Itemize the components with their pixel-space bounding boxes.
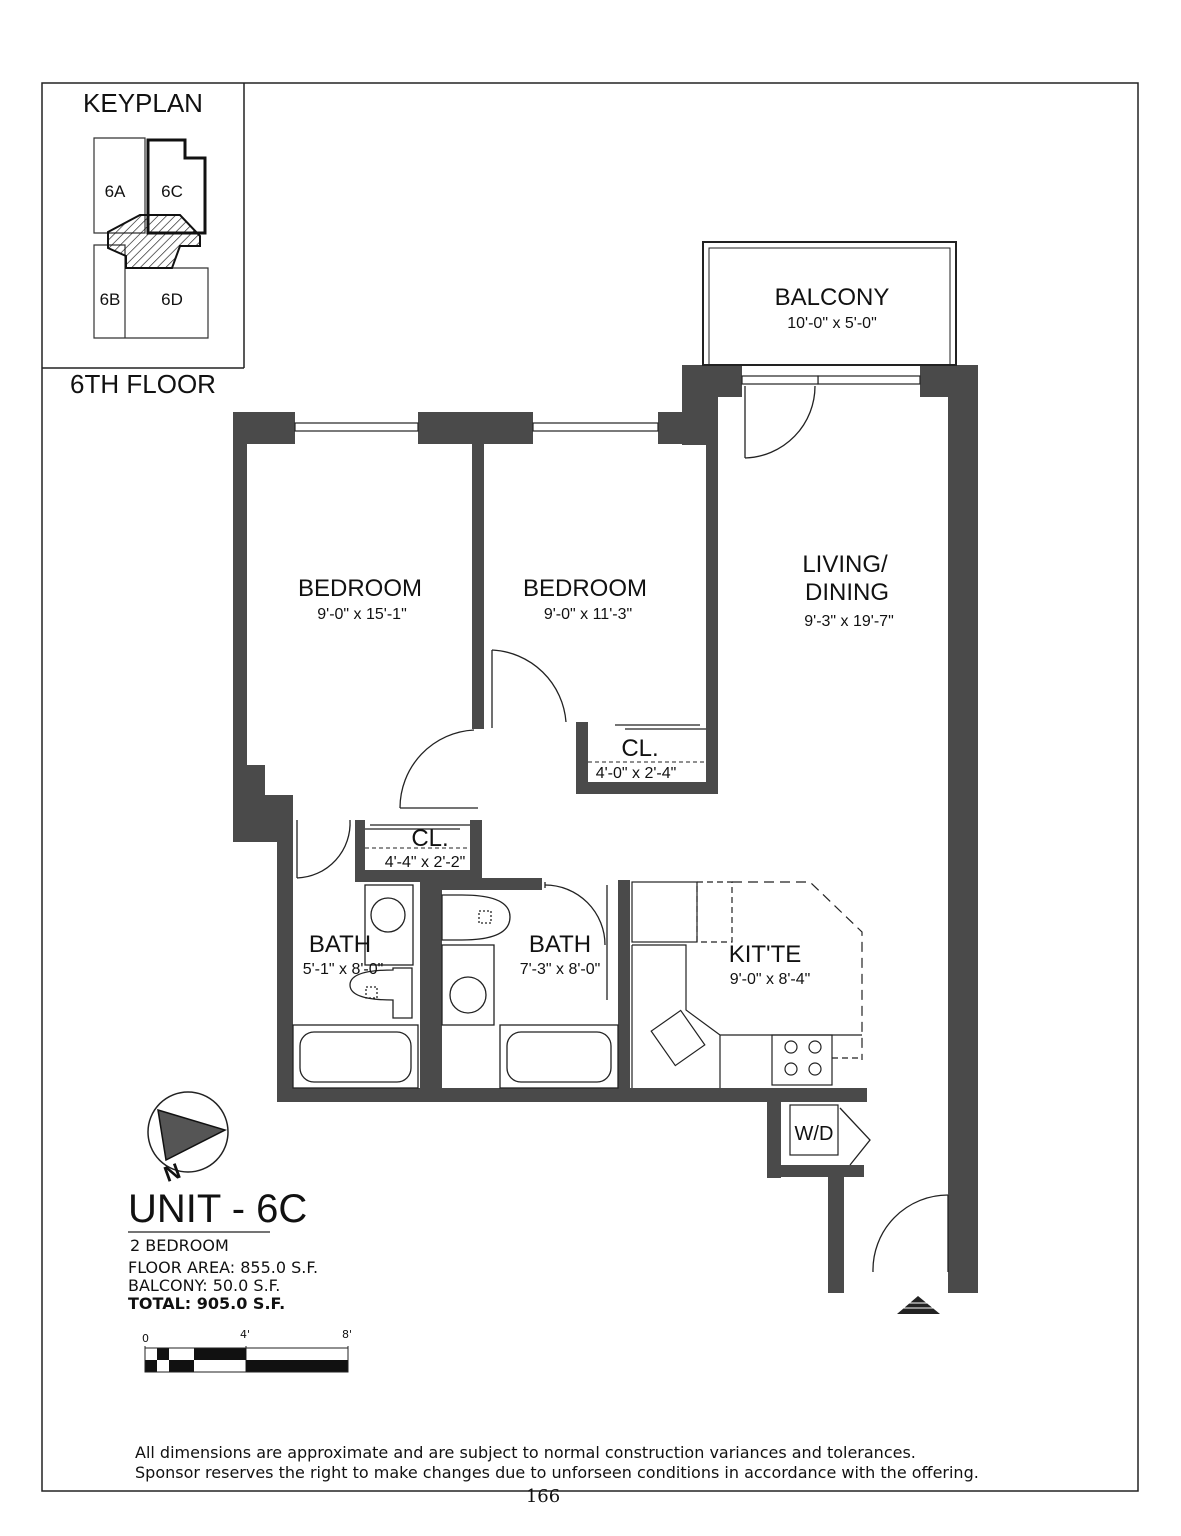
scale-tick-4: 4' bbox=[240, 1328, 250, 1341]
bath2-vanity bbox=[441, 944, 495, 1026]
page-number: 166 bbox=[526, 1486, 560, 1507]
unit-title: UNIT - 6C bbox=[128, 1187, 307, 1231]
living-name-line2: DINING bbox=[805, 579, 889, 606]
bedroom2-dims: 9'-0" x 11'-3" bbox=[544, 606, 632, 623]
kitchen-sink bbox=[650, 1009, 706, 1067]
keyplan-unit-6a: 6A bbox=[105, 182, 126, 201]
scale-tick-8: 8' bbox=[342, 1328, 352, 1341]
balcony: BALCONY 10'-0" x 5'-0" bbox=[702, 241, 957, 366]
bath1-vanity bbox=[364, 884, 414, 966]
closet1-dims: 4'-0" x 2'-4" bbox=[596, 765, 677, 782]
bedroom1-dims: 9'-0" x 15'-1" bbox=[317, 606, 407, 623]
scale-bar: 0 4' 8' bbox=[142, 1328, 352, 1373]
disclaimer-line-2: Sponsor reserves the right to make chang… bbox=[135, 1463, 979, 1482]
bath1-name: BATH bbox=[309, 931, 371, 958]
bath2-toilet bbox=[441, 894, 511, 941]
bath2-fixtures bbox=[441, 894, 619, 1089]
kitchen-fixtures bbox=[631, 881, 863, 1156]
walls bbox=[233, 365, 978, 1293]
unit-type: 2 BEDROOM bbox=[130, 1236, 229, 1255]
keyplan-floor-label: 6TH FLOOR bbox=[70, 369, 216, 399]
washer-dryer bbox=[789, 1104, 839, 1156]
bath2-name: BATH bbox=[529, 931, 591, 958]
doors bbox=[296, 385, 949, 1273]
balcony-dims: 10'-0" x 5'-0" bbox=[787, 315, 877, 332]
windows bbox=[294, 375, 921, 432]
bath1-tub bbox=[292, 1024, 419, 1089]
keyplan-hatched-unit bbox=[107, 214, 201, 269]
unit-info: UNIT - 6C 2 BEDROOM FLOOR AREA: 855.0 S.… bbox=[128, 1187, 318, 1313]
keyplan-unit-6c: 6C bbox=[161, 182, 183, 201]
bedroom2-name: BEDROOM bbox=[523, 575, 647, 602]
balcony-name: BALCONY bbox=[775, 284, 890, 311]
bath1-fixtures bbox=[292, 884, 419, 1089]
kitchen-dims: 9'-0" x 8'-4" bbox=[730, 971, 811, 988]
entry-arrow-icon bbox=[897, 1296, 940, 1314]
closet-shelf-lines bbox=[365, 761, 706, 849]
compass-north-label: N bbox=[160, 1158, 183, 1187]
keyplan-unit-6d: 6D bbox=[161, 290, 183, 309]
bath2-tub bbox=[499, 1024, 619, 1089]
living-name-line1: LIVING/ bbox=[802, 551, 888, 578]
closet2-name: CL. bbox=[411, 825, 448, 852]
laundry-name: W/D bbox=[795, 1123, 834, 1145]
sheet-border bbox=[41, 82, 1139, 1492]
keyplan: KEYPLAN 6A 6C 6B 6D 6TH FLOOR bbox=[42, 83, 245, 399]
closet2-dims: 4'-4" x 2'-2" bbox=[385, 854, 466, 871]
bath1-dims: 5'-1" x 8'-0" bbox=[303, 961, 384, 978]
bath2-dims: 7'-3" x 8'-0" bbox=[520, 961, 601, 978]
bedroom1-name: BEDROOM bbox=[298, 575, 422, 602]
living-dims: 9'-3" x 19'-7" bbox=[804, 613, 894, 630]
compass-icon: N bbox=[147, 1091, 229, 1187]
unit-floor-area: FLOOR AREA: 855.0 S.F. bbox=[128, 1258, 318, 1277]
kitchen-range bbox=[771, 1034, 833, 1086]
disclaimer-line-1: All dimensions are approximate and are s… bbox=[135, 1443, 916, 1462]
room-labels: BEDROOM 9'-0" x 15'-1" BEDROOM 9'-0" x 1… bbox=[298, 551, 894, 1145]
scale-tick-0: 0 bbox=[142, 1332, 149, 1345]
kitchen-name: KIT'TE bbox=[729, 941, 802, 968]
bath1-toilet bbox=[349, 967, 413, 1019]
keyplan-unit-6b: 6B bbox=[100, 290, 121, 309]
unit-total-area: TOTAL: 905.0 S.F. bbox=[128, 1294, 285, 1313]
unit-balcony-area: BALCONY: 50.0 S.F. bbox=[128, 1276, 280, 1295]
closet1-name: CL. bbox=[621, 735, 658, 762]
keyplan-title: KEYPLAN bbox=[83, 88, 203, 118]
